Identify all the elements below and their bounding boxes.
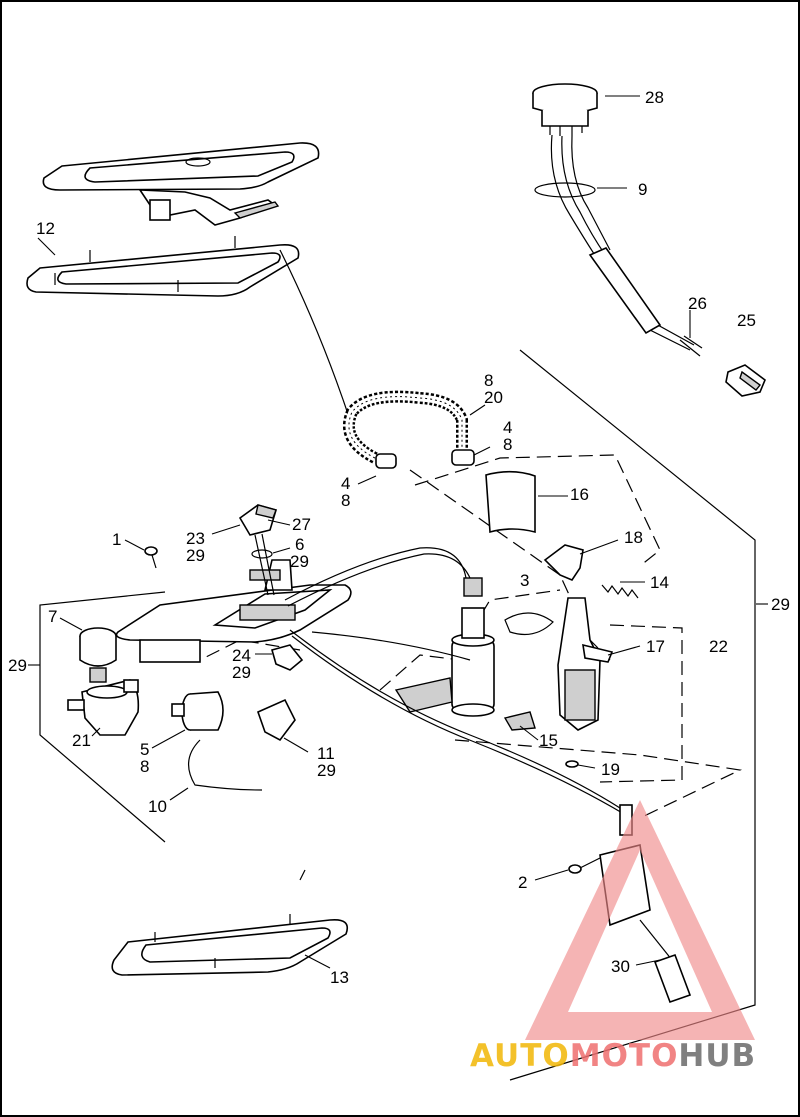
leader-lines [28, 95, 768, 969]
callout-8c: 8 [140, 757, 149, 776]
callout-26: 26 [688, 294, 707, 313]
svg-text:AUTOMOTOHUB: AUTOMOTOHUB [470, 1038, 756, 1074]
pressure-regulator-7 [79, 627, 117, 683]
group-29-boundary-left [39, 591, 166, 843]
clamp-3 [504, 612, 554, 635]
shield-16 [485, 470, 536, 534]
callout-13: 13 [330, 968, 349, 987]
wire-harness-26 [550, 134, 703, 357]
callout-24: 24 [232, 646, 251, 665]
callout-8a: 8 [341, 491, 350, 510]
gasket-13 [111, 914, 349, 976]
callout-17: 17 [646, 637, 665, 656]
hose-clamp-4a [375, 453, 397, 469]
callout-3: 3 [520, 571, 529, 590]
watermark-auto: AUTO [470, 1038, 570, 1074]
callout-22: 22 [709, 637, 728, 656]
bracket-18 [543, 544, 584, 581]
group-dash-mid [459, 589, 561, 651]
clip-24 [271, 644, 304, 671]
callout-10: 10 [148, 797, 167, 816]
fuel-gauge-28 [532, 83, 598, 136]
hose-clamp-4b [451, 449, 475, 466]
clip-15 [503, 711, 536, 731]
callout-12: 12 [36, 219, 55, 238]
gasket-12 [26, 236, 300, 297]
watermark-hub: HUB [678, 1038, 756, 1074]
callout-29c: 29 [186, 546, 205, 565]
main-wiring [284, 547, 625, 815]
callout-27: 27 [292, 515, 311, 534]
callout-labels: 1 2 3 4 8 4 8 5 8 6 29 7 8 20 9 10 11 29… [8, 88, 790, 987]
callout-8b: 8 [503, 435, 512, 454]
grommet-6 [251, 549, 273, 559]
watermark-moto: MOTO [570, 1038, 679, 1074]
callout-29a: 29 [290, 552, 309, 571]
group-22-bracket [599, 624, 683, 783]
callout-21: 21 [72, 731, 91, 750]
callout-19: 19 [601, 760, 620, 779]
callout-5: 5 [140, 740, 149, 759]
connector-27 [238, 504, 278, 596]
callout-9: 9 [638, 180, 647, 199]
callout-11: 11 [317, 744, 335, 763]
callout-25: 25 [737, 311, 756, 330]
callout-29-right: 29 [771, 595, 790, 614]
callout-15: 15 [539, 731, 558, 750]
harness-wire-top [279, 249, 351, 421]
top-mounting-plate [42, 142, 320, 226]
callout-2: 2 [518, 873, 527, 892]
corrugated-hose-20 [342, 390, 468, 464]
group-dash-lower [454, 739, 743, 819]
callout-29d: 29 [232, 663, 251, 682]
group-dash-upper [414, 454, 661, 567]
spring-14 [601, 584, 639, 599]
callout-23: 23 [186, 529, 205, 548]
divider-tick [299, 869, 306, 881]
callout-16: 16 [570, 485, 589, 504]
regulator-housing-21 [67, 679, 140, 736]
callout-4a: 4 [341, 474, 350, 493]
watermark-triangle [525, 800, 755, 1040]
o-ring-9 [534, 182, 596, 198]
callout-20: 20 [484, 388, 503, 407]
callout-8d: 8 [484, 371, 493, 390]
callout-1: 1 [112, 530, 121, 549]
callout-18: 18 [624, 528, 643, 547]
callout-30: 30 [611, 957, 630, 976]
inline-filter-5 [171, 691, 224, 731]
watermark: AUTOMOTOHUB [470, 800, 756, 1074]
level-sender-17 [557, 597, 614, 731]
group-dash-left [199, 639, 301, 661]
callout-4b: 4 [503, 418, 512, 437]
callout-28: 28 [645, 88, 664, 107]
screw-1 [144, 546, 158, 569]
hose-10 [188, 739, 263, 791]
bracket-11 [257, 698, 296, 742]
filter-pad [394, 677, 453, 713]
nut-19 [565, 760, 579, 768]
callout-7: 7 [48, 607, 57, 626]
callout-29b: 29 [317, 761, 336, 780]
group-29-boundary-right [509, 349, 756, 1081]
fuel-pump [451, 577, 495, 717]
connector-25 [725, 364, 766, 397]
callout-14: 14 [650, 573, 669, 592]
callout-29-left: 29 [8, 656, 27, 675]
group-dash-pad [379, 654, 461, 691]
screw-2 [568, 857, 601, 874]
callout-6: 6 [295, 535, 304, 554]
